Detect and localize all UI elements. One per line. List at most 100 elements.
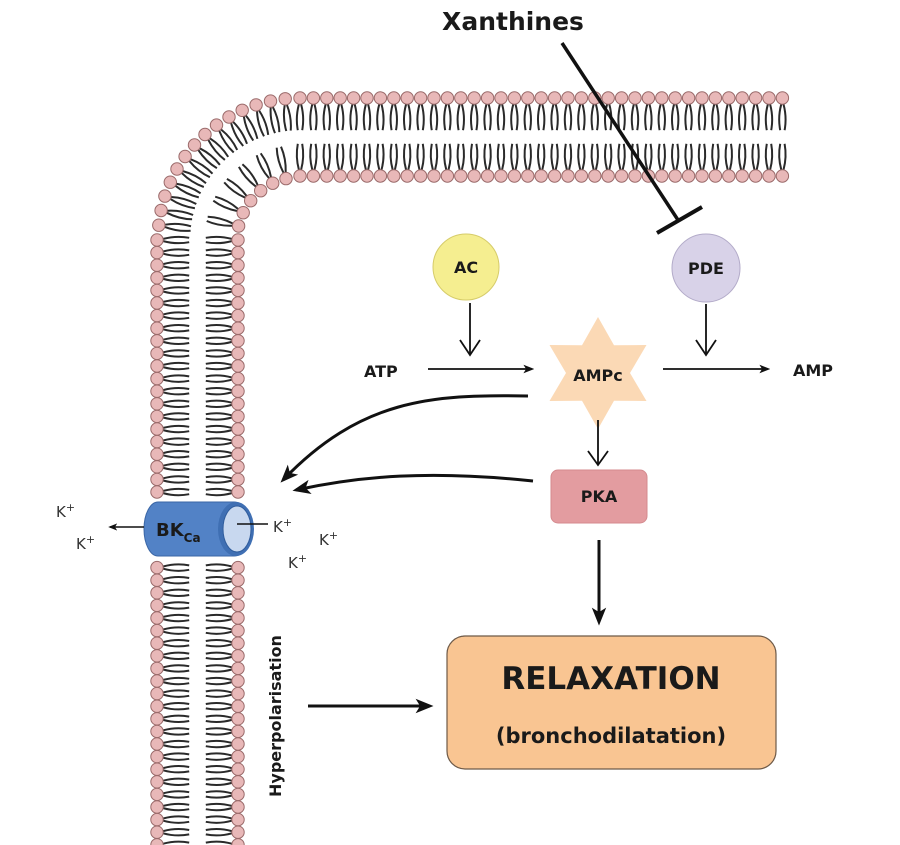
lipid-tail	[407, 103, 412, 131]
bkca-channel: BKCa	[143, 501, 254, 557]
lipid-tail	[205, 466, 233, 472]
lipid-head	[231, 712, 245, 726]
lipid-tail	[205, 794, 233, 799]
lipid-tail	[214, 195, 239, 210]
lipid-head	[708, 169, 723, 183]
lipid-head	[614, 91, 629, 105]
lipid-tail	[162, 374, 190, 379]
lipid-tail	[162, 563, 190, 568]
lipid-head	[507, 169, 522, 183]
lipid-head	[163, 175, 178, 189]
lipid-tail	[711, 143, 716, 171]
lipid-heads	[150, 91, 790, 845]
lipid-tail	[182, 170, 207, 184]
lipid-tail	[617, 143, 622, 171]
lipid-head	[231, 359, 245, 373]
lipid-tail	[724, 103, 729, 131]
lipid-tail	[162, 727, 190, 732]
lipid-tail	[238, 166, 257, 188]
lipid-tail	[376, 143, 381, 171]
lipid-head	[333, 91, 347, 105]
lipid-head	[231, 812, 245, 827]
amp-label: AMP	[793, 361, 833, 380]
lipid-tail	[456, 143, 461, 171]
lipid-head	[534, 91, 548, 105]
lipid-tail	[162, 769, 190, 774]
lipid-tail	[162, 403, 190, 409]
lipid-tail	[670, 143, 676, 171]
lipid-tail	[162, 739, 190, 744]
lipid-head	[467, 169, 481, 183]
lipid-head	[231, 219, 246, 233]
lipid-tail	[326, 103, 331, 131]
lipid-tail	[447, 143, 452, 171]
lipid-tail	[162, 643, 190, 648]
lipid-tail	[205, 374, 233, 379]
lipid-tail	[393, 103, 398, 131]
lipid-tail	[205, 790, 233, 795]
lipid-head	[231, 271, 245, 285]
lipid-tail	[280, 146, 287, 173]
lipid-tail	[644, 103, 649, 131]
lipid-tail	[162, 324, 190, 329]
lipid-tail	[162, 840, 190, 845]
lipid-tail	[271, 106, 281, 133]
lipid-tail	[568, 103, 573, 131]
lipid-tail	[688, 103, 693, 131]
lipid-head	[170, 162, 184, 176]
lipid-tail	[241, 163, 259, 186]
lipid-head	[494, 91, 508, 105]
lipid-tail	[162, 790, 190, 795]
lipid-tail	[657, 103, 662, 131]
lipid-tail	[514, 103, 519, 131]
lipid-tail	[226, 178, 248, 197]
lipid-head	[231, 649, 245, 663]
lipid-tail	[335, 103, 341, 131]
lipid-head	[231, 775, 245, 789]
lipid-tail	[205, 399, 233, 404]
lipid-head	[231, 573, 245, 587]
lipid-tail	[205, 366, 233, 371]
lipid-head	[279, 171, 293, 186]
lipid-tail	[429, 103, 434, 131]
lipid-tail	[162, 613, 190, 618]
lipid-head	[150, 560, 164, 575]
lipid-tail	[697, 103, 702, 131]
lipid-tail	[376, 103, 381, 131]
lipid-tail	[568, 143, 573, 171]
lipid-head	[231, 762, 245, 776]
lipid-tail	[162, 366, 190, 371]
lipid-tail	[340, 103, 345, 131]
lipid-head	[150, 573, 164, 587]
lipid-head	[150, 649, 164, 663]
k-ion: K+	[56, 501, 75, 521]
lipid-tail	[393, 143, 398, 171]
lipid-tails	[162, 103, 787, 845]
lipid-head	[400, 91, 414, 105]
lipid-tail	[603, 143, 609, 171]
lipid-tail	[205, 286, 233, 291]
lipid-head	[231, 800, 245, 814]
lipid-tail	[527, 103, 532, 131]
lipid-head	[561, 169, 575, 183]
lipid-head	[150, 699, 164, 713]
lipid-head	[150, 472, 164, 487]
lipid-tail	[563, 143, 568, 171]
lipid-tail	[205, 416, 233, 421]
lipid-tail	[162, 378, 190, 383]
lipid-tail	[206, 220, 233, 227]
lipid-head	[360, 169, 374, 183]
lipid-tail	[782, 143, 787, 171]
lipid-tail	[420, 143, 425, 171]
lipid-head	[231, 749, 245, 764]
lipid-head	[655, 169, 669, 183]
lipid-head	[150, 611, 164, 625]
svg-text:K+: K+	[288, 552, 307, 572]
lipid-head	[178, 149, 192, 164]
lipid-head	[150, 724, 164, 739]
lipid-tail	[162, 328, 190, 333]
lipid-head	[150, 397, 164, 411]
lipid-tail	[684, 143, 689, 171]
lipid-tail	[764, 143, 769, 171]
lipid-tail	[205, 630, 233, 635]
